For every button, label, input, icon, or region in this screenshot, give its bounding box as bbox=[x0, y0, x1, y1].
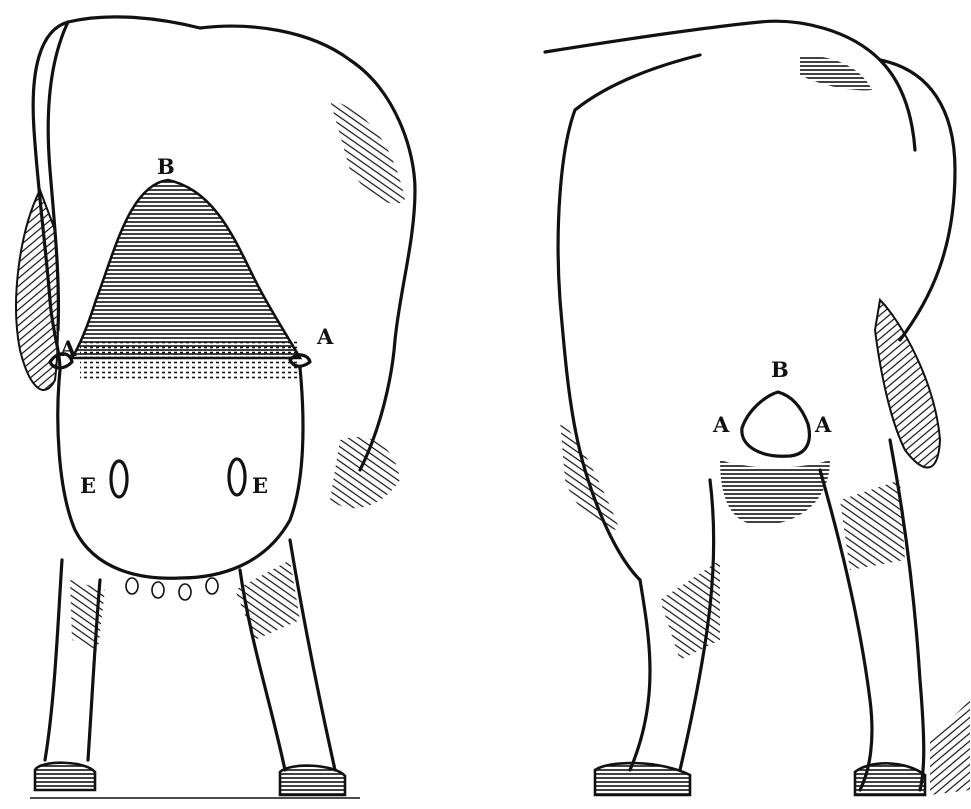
right-label-a-right: A bbox=[814, 412, 832, 437]
right-cow-udder-shading bbox=[720, 460, 830, 525]
right-label-b: B bbox=[771, 357, 789, 382]
left-cow-flank-shading bbox=[330, 437, 400, 508]
left-cow-teats bbox=[126, 578, 218, 600]
left-cow-hoof-right bbox=[280, 766, 345, 795]
left-cow-hoof-left bbox=[35, 763, 95, 790]
right-cow-tail bbox=[880, 60, 955, 340]
left-cow-escutcheon bbox=[72, 180, 300, 358]
right-cow-tail-switch bbox=[875, 300, 940, 468]
right-cow-escutcheon bbox=[742, 392, 810, 456]
left-cow-hip-shading bbox=[330, 100, 405, 204]
left-label-a-right: A bbox=[316, 324, 334, 349]
right-cow-figure: B A A bbox=[545, 21, 970, 795]
left-cow-escutcheon-lower bbox=[80, 340, 300, 380]
left-cow-figure: B A A E E bbox=[16, 17, 415, 798]
left-label-e-right: E bbox=[252, 473, 268, 498]
right-label-a-left: A bbox=[712, 412, 730, 437]
left-label-b: B bbox=[157, 154, 175, 179]
right-cow-flank-shading bbox=[560, 420, 620, 530]
left-cow-mark-e-right bbox=[229, 459, 245, 495]
right-cow-ground-shadow bbox=[930, 700, 970, 795]
left-cow-mark-e-left bbox=[111, 461, 127, 497]
left-cow-leg-shading bbox=[70, 560, 300, 650]
right-cow-rump-shading bbox=[800, 55, 872, 90]
left-label-a-left: A bbox=[59, 336, 77, 361]
left-label-e-left: E bbox=[80, 473, 96, 498]
right-cow-hoof-left bbox=[595, 763, 690, 795]
right-cow-hoof-right bbox=[855, 763, 925, 795]
